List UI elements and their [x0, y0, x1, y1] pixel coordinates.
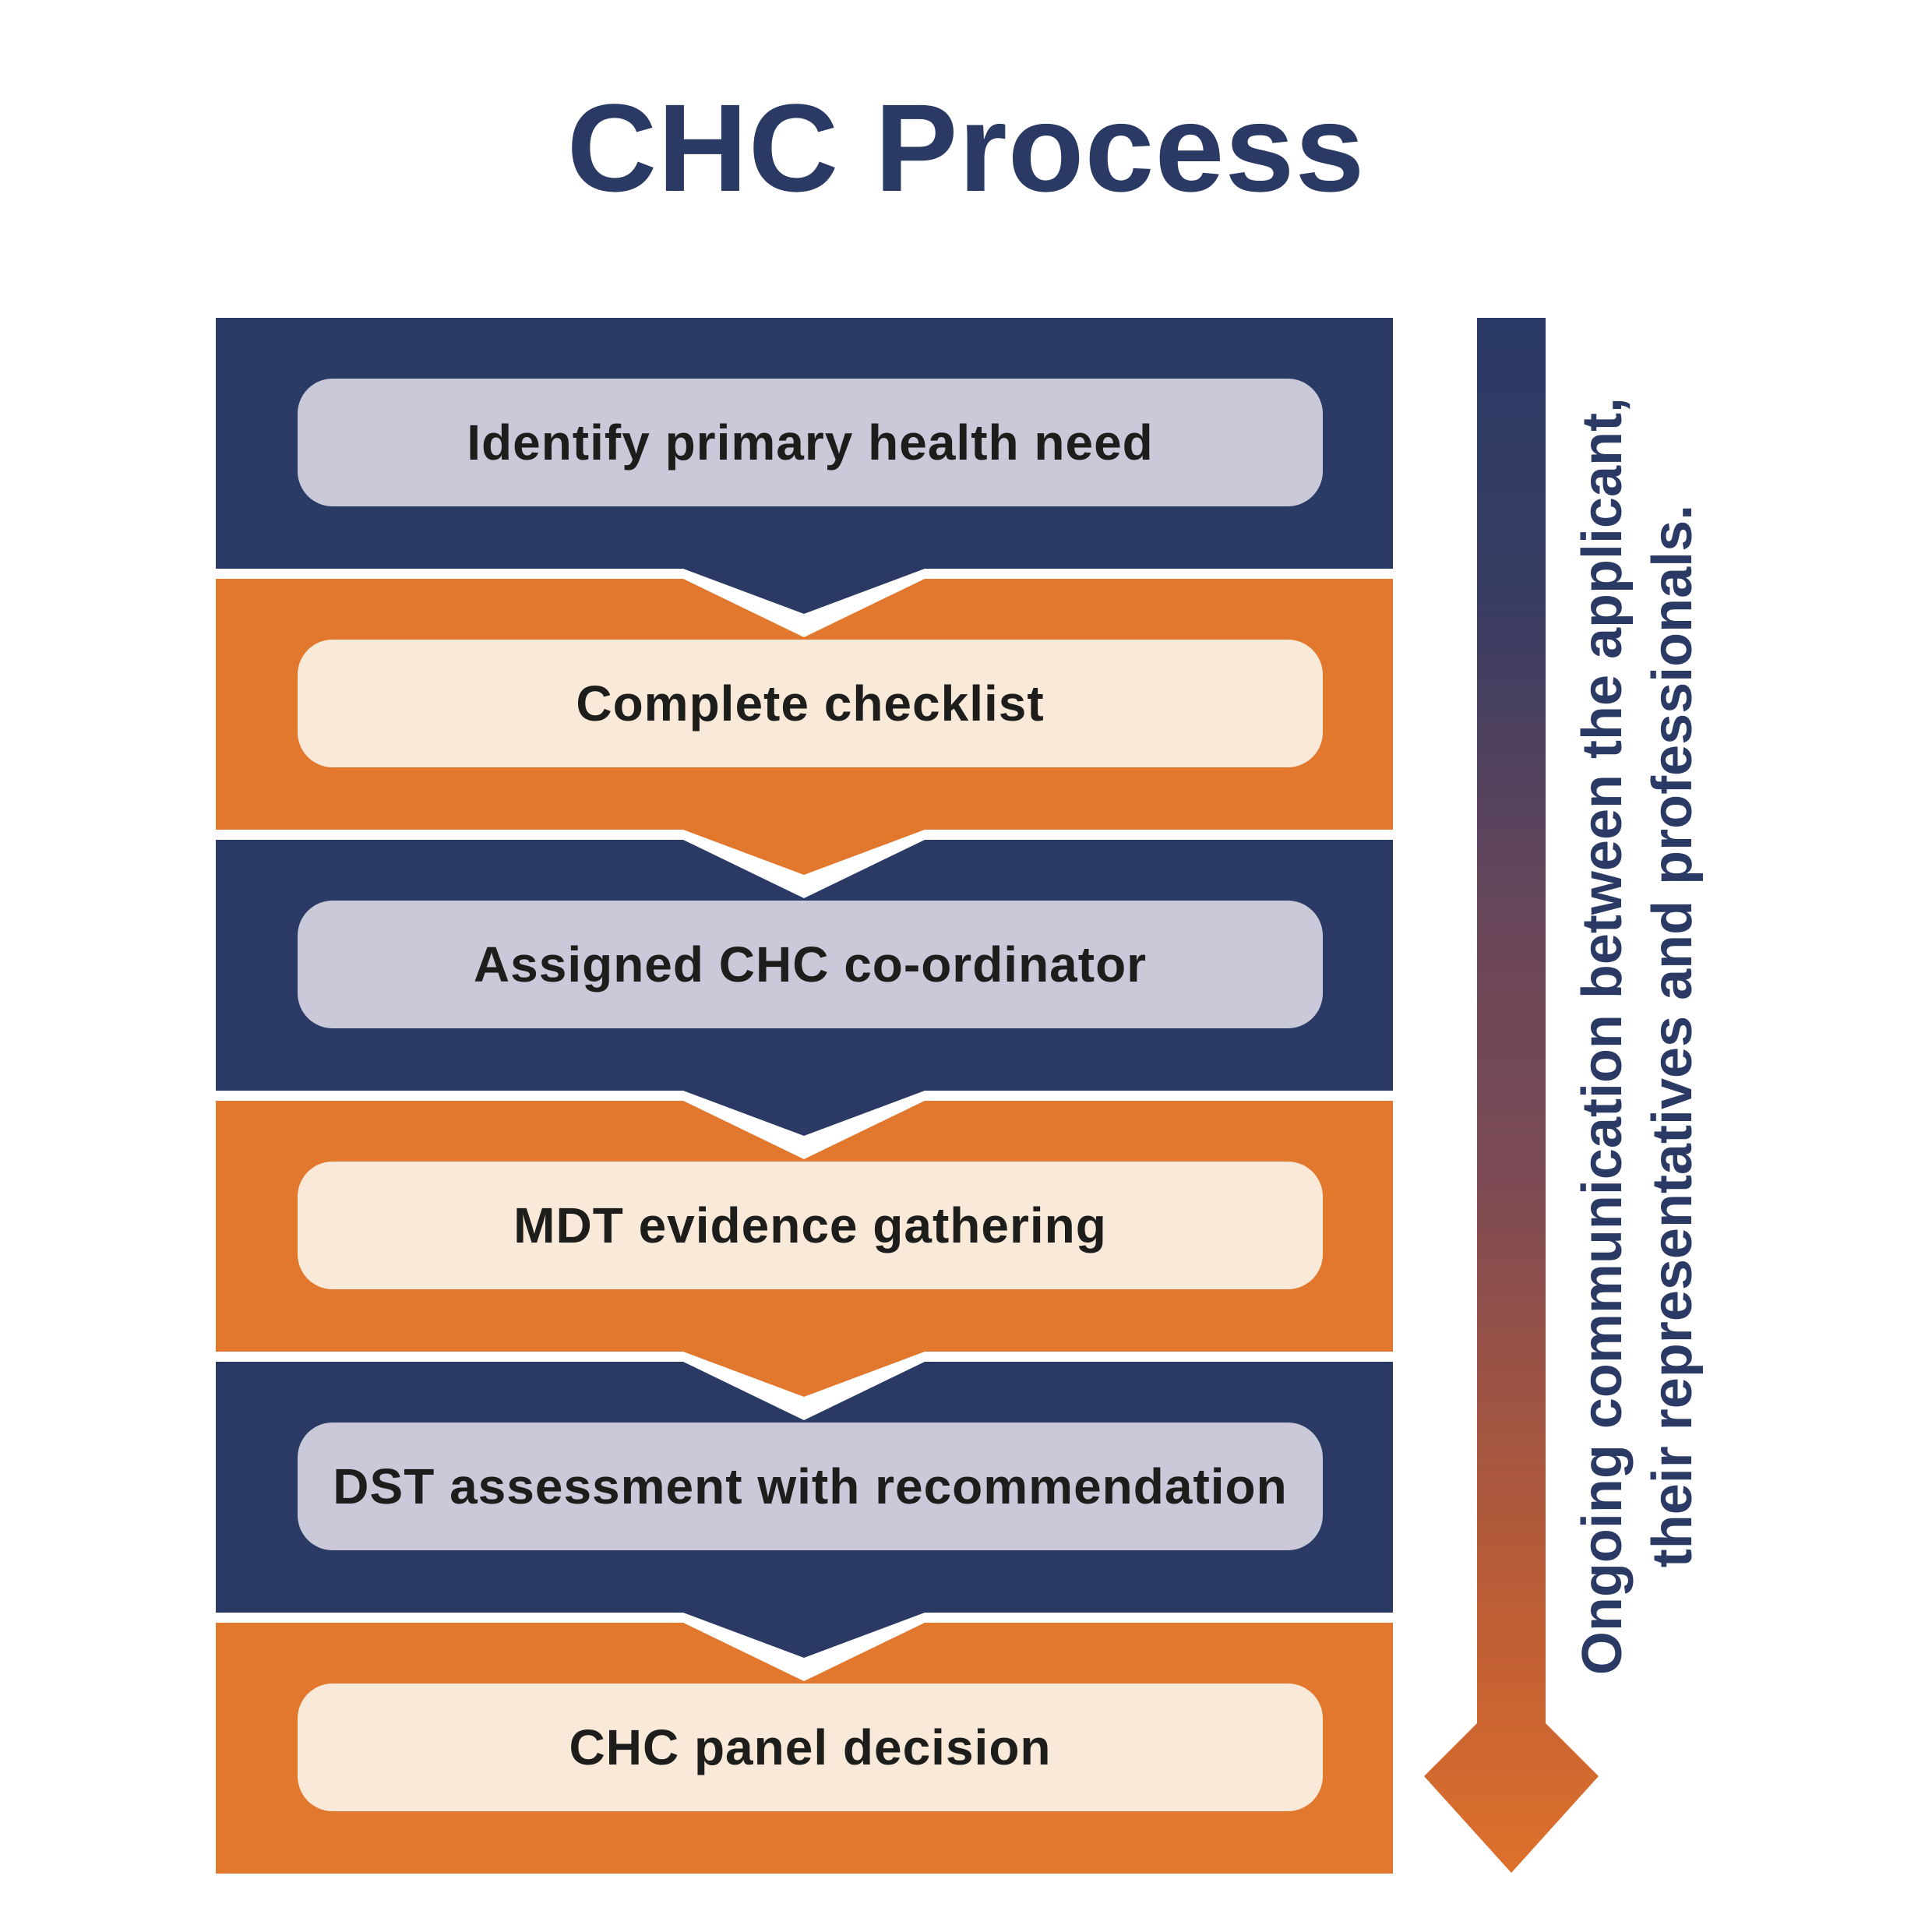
step-box-6: CHC panel decision [298, 1683, 1323, 1811]
step-band-1: Identify primary health need [216, 318, 1393, 614]
step-box-5: DST assessment with recommendation [298, 1423, 1323, 1550]
step-box-1: Identify primary health need [298, 379, 1323, 506]
step-box-2: Complete checklist [298, 640, 1323, 767]
step-band-3: Assigned CHC co-ordinator [216, 840, 1393, 1136]
step-band-6: CHC panel decision [216, 1623, 1393, 1874]
step-band-2: Complete checklist [216, 579, 1393, 875]
step-label-4: MDT evidence gathering [513, 1197, 1107, 1253]
step-label-3: Assigned CHC co-ordinator [473, 936, 1148, 992]
step-box-4: MDT evidence gathering [298, 1162, 1323, 1289]
page-title: CHC Process [566, 78, 1366, 217]
step-band-4: MDT evidence gathering [216, 1101, 1393, 1397]
side-note: Ongoing communication between the applic… [1567, 374, 1708, 1698]
step-label-2: Complete checklist [576, 675, 1045, 732]
side-note-line-2: their representatives and professionals. [1641, 504, 1704, 1568]
step-box-3: Assigned CHC co-ordinator [298, 901, 1323, 1028]
step-band-5: DST assessment with recommendation [216, 1362, 1393, 1658]
step-label-5: DST assessment with recommendation [333, 1458, 1288, 1514]
step-label-6: CHC panel decision [569, 1719, 1052, 1775]
step-label-1: Identify primary health need [467, 414, 1154, 471]
side-note-line-1: Ongoing communication between the applic… [1571, 397, 1634, 1676]
